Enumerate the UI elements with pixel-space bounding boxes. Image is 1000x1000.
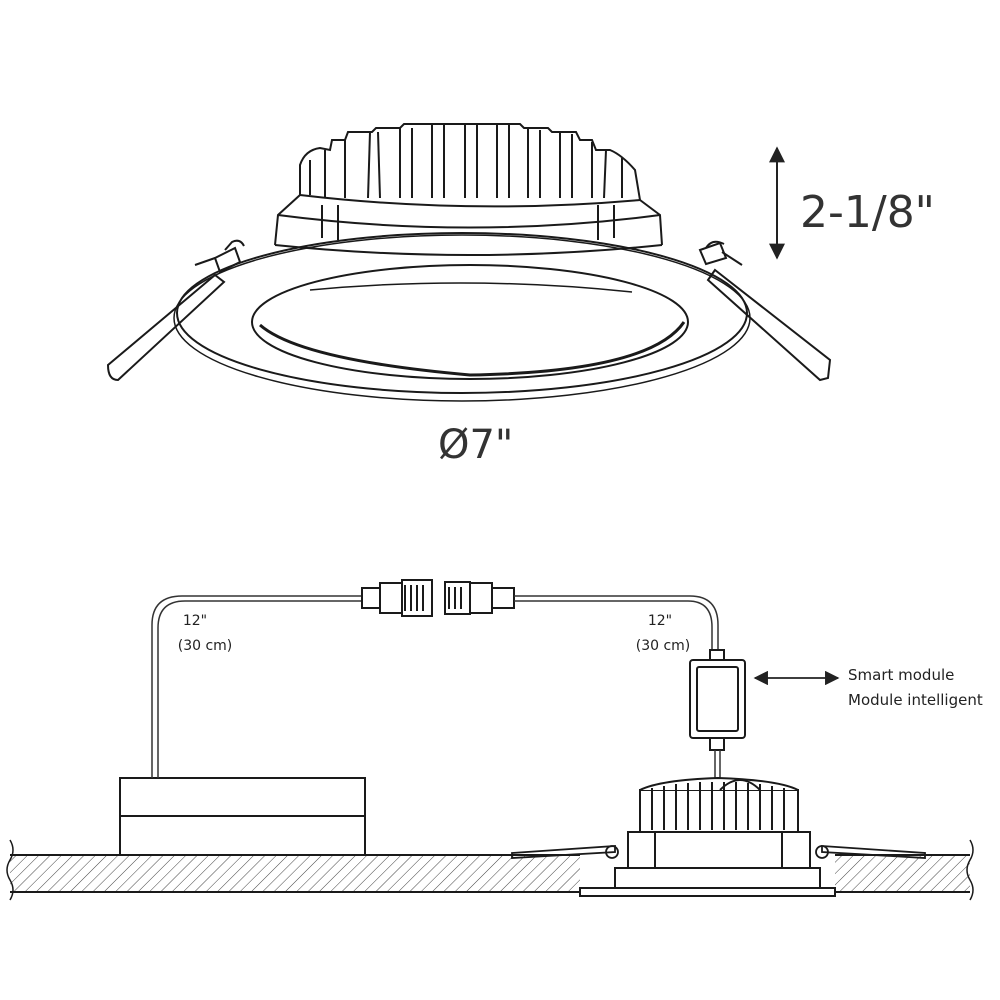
trim-flange bbox=[176, 232, 748, 394]
heatsink-fins bbox=[299, 123, 641, 208]
left-cable-length-metric: (30 cm) bbox=[178, 638, 233, 654]
smart-module bbox=[689, 649, 746, 751]
downlight-perspective bbox=[106, 123, 832, 402]
right-spring-clip bbox=[698, 240, 832, 382]
left-cable bbox=[151, 595, 362, 778]
left-connector bbox=[361, 579, 433, 617]
right-cable-length-metric: (30 cm) bbox=[636, 638, 691, 654]
smart-module-label-en: Smart module bbox=[848, 666, 954, 684]
left-cable-length: 12" bbox=[183, 613, 207, 629]
right-cable bbox=[514, 595, 719, 650]
ceiling-section bbox=[6, 839, 974, 901]
junction-box bbox=[119, 777, 366, 856]
installed-spring-clips bbox=[511, 845, 926, 859]
height-dimension-label: 2-1/8" bbox=[800, 187, 935, 238]
installed-downlight bbox=[579, 776, 836, 897]
housing-band bbox=[274, 194, 663, 256]
left-spring-clip bbox=[106, 239, 245, 382]
right-cable-length: 12" bbox=[648, 613, 672, 629]
trim-aperture bbox=[251, 264, 689, 380]
smart-module-label-fr: Module intelligent bbox=[848, 691, 983, 709]
diameter-dimension-label: Ø7" bbox=[438, 422, 513, 468]
right-connector bbox=[444, 581, 515, 615]
